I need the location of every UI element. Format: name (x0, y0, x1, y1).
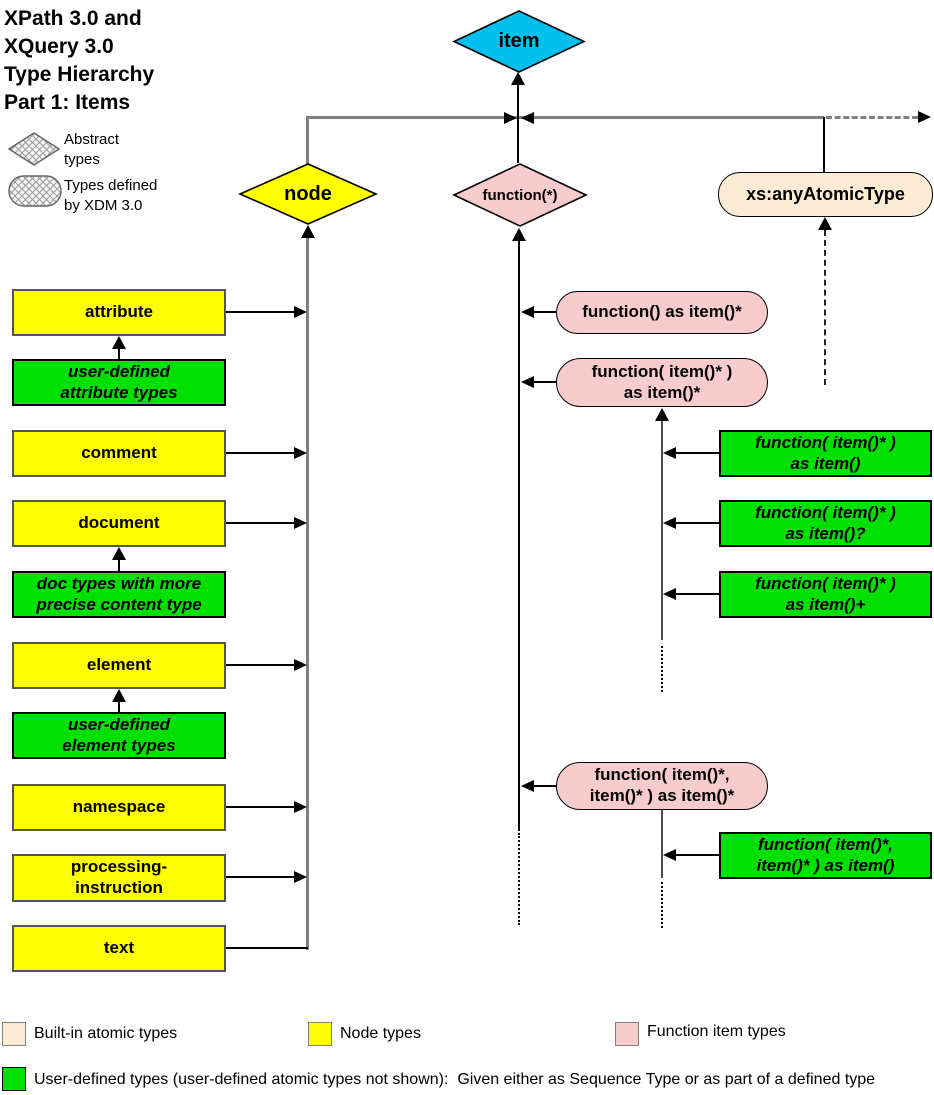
user-defined-function-box-3: function( item()*, item()* ) as item() (719, 832, 932, 879)
arrow-up-icon (655, 408, 669, 421)
node-trunk-line (306, 238, 309, 950)
item-trunk-line (517, 84, 519, 163)
arrow-right-icon (294, 447, 307, 459)
function-sub-line (661, 421, 663, 640)
node-kind-box-document: document (12, 500, 226, 547)
connector-element (226, 664, 294, 666)
connector-function1 (533, 381, 556, 383)
legend-builtin-label: Built-in atomic types (34, 1025, 178, 1042)
arrow-right-icon (294, 306, 307, 318)
connector-document (226, 522, 294, 524)
node-kind-box-element: element (12, 642, 226, 689)
legend-function-swatch (615, 1022, 639, 1046)
page-title: XPath 3.0 and XQuery 3.0 Type Hierarchy … (4, 7, 155, 114)
arrow-left-icon (663, 588, 676, 600)
doc-types-box: doc types with more precise content type (12, 571, 226, 618)
node-diamond: node (238, 163, 378, 225)
connector-processing-instruction (226, 876, 294, 878)
function-item-box-2: function( item()*, item()* ) as item()* (556, 762, 768, 810)
item-label: item (498, 30, 540, 52)
arrow-left-icon (663, 849, 676, 861)
arrow-right-icon (294, 871, 307, 883)
legend-function-label: Function item types (647, 1023, 786, 1040)
arrow-left-icon (521, 780, 534, 792)
arrow-up-icon (511, 72, 525, 85)
legend-user-defined-label: User-defined types (user-defined atomic … (34, 1071, 876, 1088)
arrow-left-icon (521, 376, 534, 388)
arrow-left-icon (521, 306, 534, 318)
node-upper-line (306, 116, 309, 164)
any-atomic-type-box: xs:anyAtomicType (718, 172, 933, 217)
function-sub-line-lower (661, 810, 663, 878)
arrow-up-icon (112, 336, 126, 349)
node-kind-box-processing-instruction: processing- instruction (12, 854, 226, 902)
atomic-dashed-line (824, 230, 826, 385)
function-sub-dotted-line-lower (661, 882, 663, 928)
user-defined-function-box-1: function( item()* ) as item()? (719, 500, 932, 547)
function-trunk-dotted-line (518, 833, 520, 925)
connector-doc-types (118, 560, 120, 571)
legend-node-label: Node types (340, 1025, 421, 1042)
abstract-types-label: Abstract types (64, 131, 120, 168)
top-dashed-line (826, 116, 918, 119)
arrow-up-icon (301, 225, 315, 238)
top-horizontal-line (307, 116, 824, 119)
function-item-box-1: function( item()* ) as item()* (556, 358, 768, 407)
connector-udf1 (675, 522, 719, 524)
node-kind-box-namespace: namespace (12, 784, 226, 831)
connector-text (226, 947, 308, 949)
user-defined-function-box-2: function( item()* ) as item()+ (719, 571, 932, 618)
node-kind-box-attribute: attribute (12, 289, 226, 336)
xdm-types-shape-icon (8, 175, 62, 207)
connector-namespace (226, 806, 294, 808)
connector-udf2 (675, 593, 719, 595)
connector-comment (226, 452, 294, 454)
function-star-diamond: function(*) (452, 163, 588, 227)
arrow-left-icon (663, 517, 676, 529)
node-kind-box-comment: comment (12, 430, 226, 477)
arrow-right-icon (504, 112, 517, 124)
legend-node-swatch (308, 1022, 332, 1046)
arrow-right-icon (918, 111, 931, 123)
legend-user-defined-swatch (2, 1067, 26, 1091)
arrow-up-icon (112, 689, 126, 702)
function-star-label: function(*) (482, 186, 558, 204)
node-label: node (284, 182, 332, 205)
item-diamond: item (452, 10, 586, 73)
user-defined-attribute-box: user-defined attribute types (12, 359, 226, 406)
user-defined-element-box: user-defined element types (12, 712, 226, 759)
arrow-left-icon (521, 112, 534, 124)
connector-ud-element (118, 702, 120, 712)
arrow-left-icon (663, 447, 676, 459)
connector-attribute (226, 311, 294, 313)
connector-function0 (533, 311, 556, 313)
legend-builtin-swatch (2, 1022, 26, 1046)
connector-ud-attribute (118, 349, 120, 359)
xdm-types-label: Types defined by XDM 3.0 (64, 177, 158, 214)
connector-udf3 (675, 854, 719, 856)
arrow-up-icon (818, 217, 832, 230)
arrow-right-icon (294, 659, 307, 671)
arrow-up-icon (112, 547, 126, 560)
function-sub-dotted-line (661, 646, 663, 692)
connector-function2 (533, 785, 556, 787)
node-kind-box-text: text (12, 925, 226, 972)
user-defined-function-box-0: function( item()* ) as item() (719, 430, 932, 477)
arrow-right-icon (294, 801, 307, 813)
function-trunk-line (518, 241, 520, 831)
abstract-types-shape-icon (7, 132, 61, 166)
connector-udf0 (675, 452, 719, 454)
arrow-up-icon (512, 228, 526, 241)
function-item-box-0: function() as item()* (556, 291, 768, 334)
arrow-right-icon (294, 517, 307, 529)
atomic-upper-line (823, 117, 825, 173)
